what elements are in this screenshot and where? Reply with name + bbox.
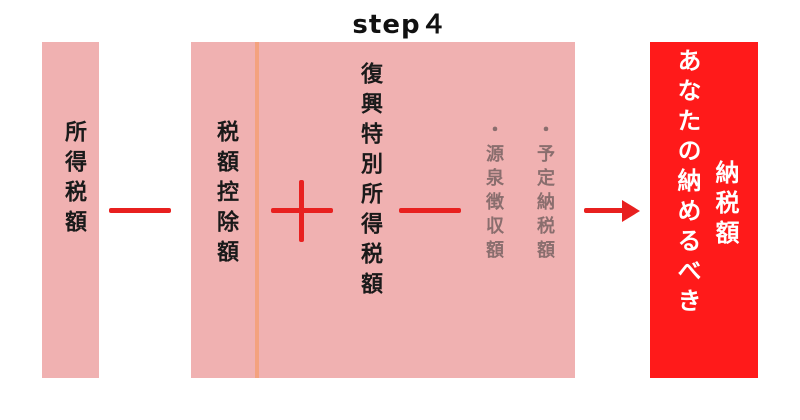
section-divider [255, 42, 259, 378]
minus-operator-2 [399, 208, 461, 213]
prepayment-label: ・予定納税額 [534, 120, 555, 264]
minus-operator [109, 208, 171, 213]
deduction-group-box: 税額控除額 復興特別所得税額 ・源泉徴収額 ・予定納税額 [191, 42, 575, 378]
withholding-label: ・源泉徴収額 [483, 120, 504, 264]
step-title: step４ [352, 10, 448, 40]
arrow-shaft [584, 208, 624, 213]
result-box: あなたの納めるべき 納税額 [650, 42, 758, 378]
income-tax-box: 所得税額 [42, 42, 99, 378]
reconstruction-tax-label: 復興特別所得税額 [357, 62, 382, 302]
tax-credit-label: 税額控除額 [213, 120, 238, 270]
income-tax-label: 所得税額 [61, 120, 86, 240]
result-label-line2: 納税額 [711, 160, 739, 250]
plus-operator-vertical [299, 180, 304, 242]
arrow-right-icon [622, 200, 640, 222]
result-label-line1: あなたの納めるべき [673, 48, 701, 318]
